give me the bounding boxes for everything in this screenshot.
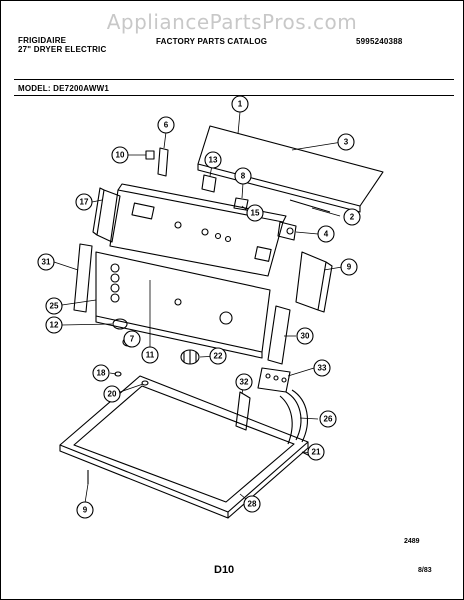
callout-25 xyxy=(45,297,63,315)
model-label: MODEL: DE7200AWW1 xyxy=(18,84,109,93)
callout-31 xyxy=(37,253,55,271)
callout-9-right xyxy=(340,258,358,276)
callout-1-label: 1 xyxy=(238,100,243,109)
callout-11-label: 11 xyxy=(146,351,155,360)
header-rule-top xyxy=(14,79,454,80)
revision-date: 8/83 xyxy=(418,567,432,574)
callout-30 xyxy=(296,327,314,345)
callout-13-label: 13 xyxy=(209,156,218,165)
callout-8-label: 8 xyxy=(241,172,246,181)
callout-30-label: 30 xyxy=(301,332,310,341)
callout-6 xyxy=(157,116,175,134)
callout-15-label: 15 xyxy=(251,209,260,218)
callout-9b-label: 9 xyxy=(83,506,88,515)
callout-33-label: 33 xyxy=(318,364,327,373)
callout-32 xyxy=(235,373,253,391)
callout-22 xyxy=(209,347,227,365)
callout-12-label: 12 xyxy=(50,321,59,330)
callout-7-label: 7 xyxy=(130,335,135,344)
callout-17-label: 17 xyxy=(80,198,89,207)
page-number: D10 xyxy=(214,564,235,576)
watermark-text: AppliancePartsPros.com xyxy=(106,10,358,34)
callout-13 xyxy=(204,151,222,169)
callout-3-label: 3 xyxy=(344,138,349,147)
diagram-code: 2489 xyxy=(404,538,420,545)
right-endcap-part xyxy=(295,251,327,311)
callout-28 xyxy=(243,495,261,513)
control-panel-part xyxy=(109,189,284,277)
callout-2 xyxy=(343,208,361,226)
brand-label: FRIGIDAIRE xyxy=(18,36,67,45)
terminal-block-part xyxy=(257,367,291,393)
callout-4 xyxy=(317,225,335,243)
callout-18-label: 18 xyxy=(97,369,106,378)
callout-31-label: 31 xyxy=(42,258,51,267)
callout-10-label: 10 xyxy=(116,151,125,160)
catalog-title: FACTORY PARTS CATALOG xyxy=(156,37,268,46)
callout-15 xyxy=(246,204,264,222)
callout-25-label: 25 xyxy=(50,302,59,311)
callout-20-label: 20 xyxy=(108,390,117,399)
header-rule-bottom xyxy=(14,95,454,96)
callout-20 xyxy=(103,385,121,403)
catalog-number: 5995240388 xyxy=(356,37,403,46)
dryer-top-part xyxy=(59,375,309,513)
product-label: 27" DRYER ELECTRIC xyxy=(18,45,107,54)
callout-9r-label: 9 xyxy=(347,263,352,272)
callout-26 xyxy=(319,410,337,428)
callout-22-label: 22 xyxy=(214,352,223,361)
right-trim-part xyxy=(267,305,291,365)
callout-17 xyxy=(75,193,93,211)
callout-10 xyxy=(111,146,129,164)
callout-1 xyxy=(231,95,249,113)
callout-28-label: 28 xyxy=(248,500,257,509)
callout-9-bottom xyxy=(76,501,94,519)
callout-33 xyxy=(313,359,331,377)
left-endcap-part xyxy=(96,189,121,243)
callout-8 xyxy=(234,167,252,185)
console-part xyxy=(95,251,271,353)
callout-2-label: 2 xyxy=(350,213,355,222)
callout-21 xyxy=(307,443,325,461)
callout-18 xyxy=(92,364,110,382)
callout-21-label: 21 xyxy=(312,448,321,457)
callout-32-label: 32 xyxy=(240,378,249,387)
left-trim-part xyxy=(73,243,93,313)
callout-4-label: 4 xyxy=(324,230,329,239)
callout-12 xyxy=(45,316,63,334)
callout-6-label: 6 xyxy=(164,121,169,130)
callout-11 xyxy=(141,346,159,364)
callout-3 xyxy=(337,133,355,151)
callout-7 xyxy=(123,330,141,348)
callout-26-label: 26 xyxy=(324,415,333,424)
